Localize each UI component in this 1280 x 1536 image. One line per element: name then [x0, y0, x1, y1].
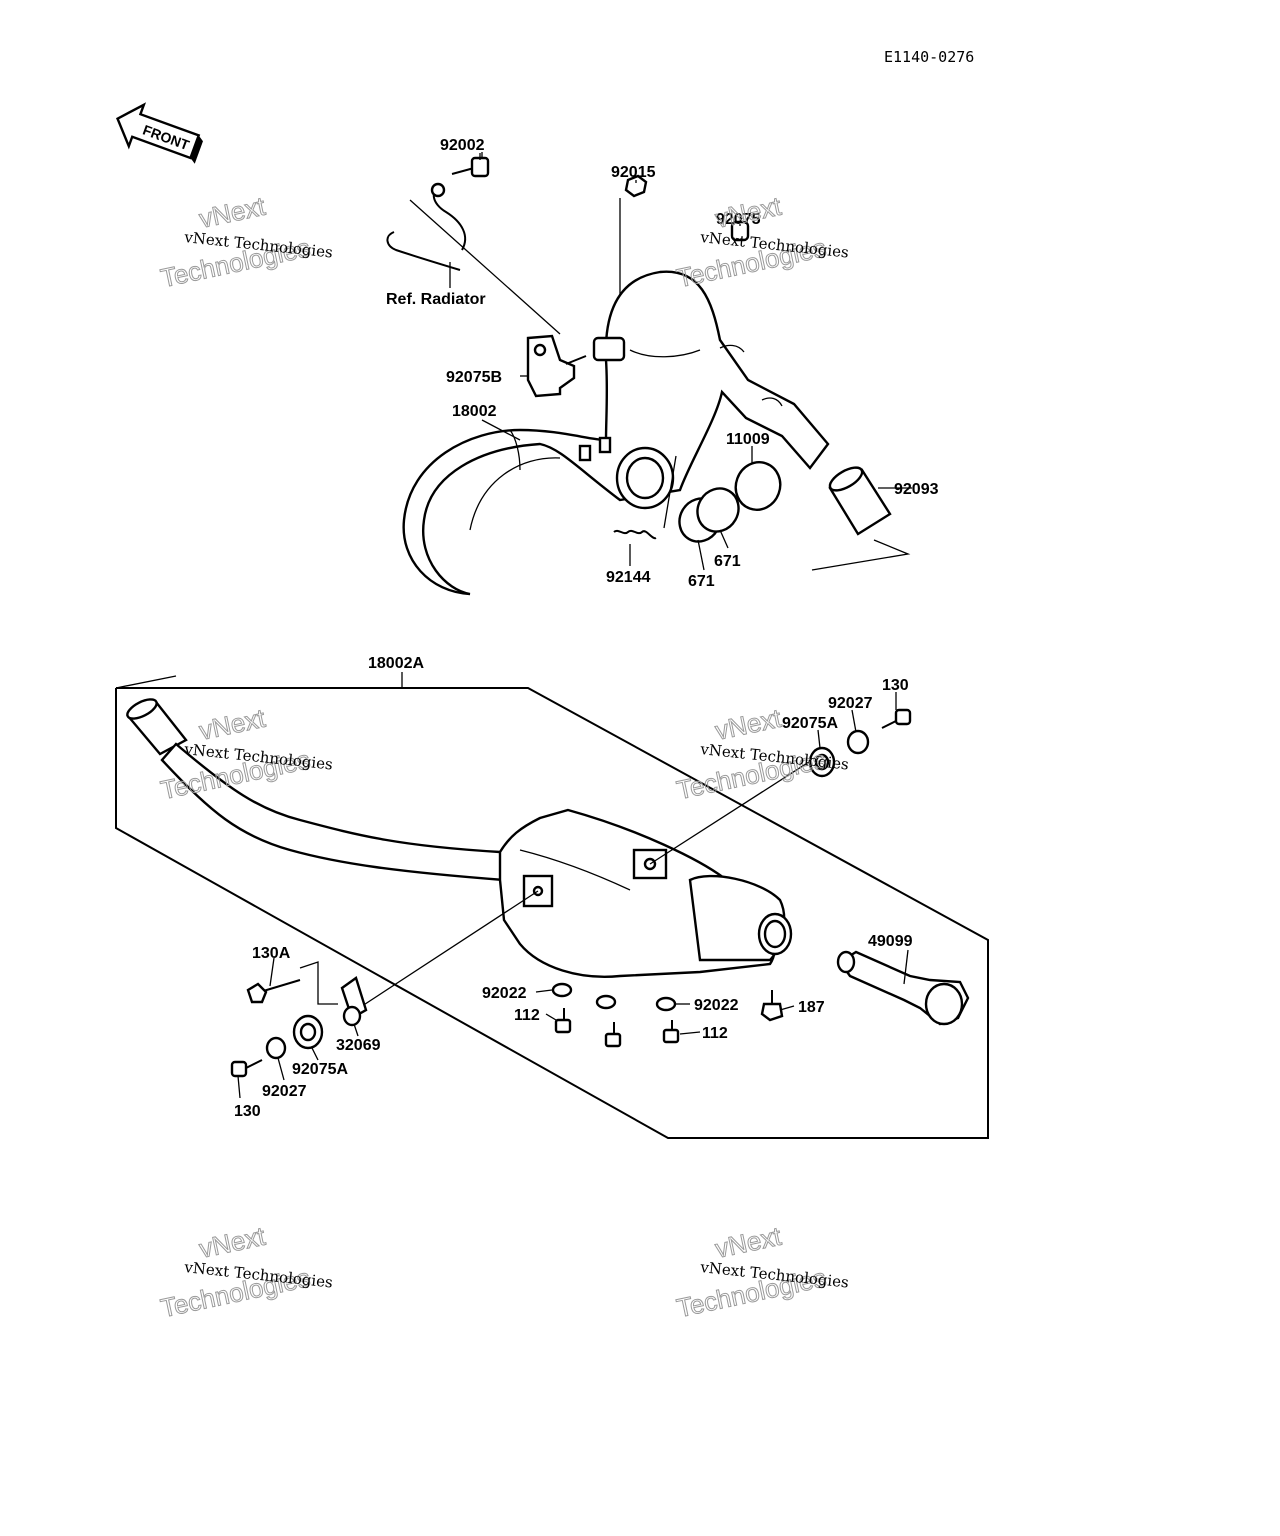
bolt-92002: [451, 152, 490, 178]
label-187: 187: [798, 999, 825, 1016]
o-ring-11009: [734, 461, 782, 511]
svg-text:vNext: vNext: [196, 1221, 268, 1264]
bolt-130A: [246, 961, 338, 1005]
screw-112-left: [554, 1008, 572, 1034]
leader-lines: [237, 153, 912, 1099]
label-130-bottom: 130: [234, 1103, 261, 1120]
label-49099: 49099: [868, 933, 913, 950]
label-92075B: 92075B: [446, 369, 502, 386]
screw-112-right: [662, 1020, 680, 1044]
damper-92075: [730, 220, 750, 242]
label-11009: 11009: [726, 431, 770, 448]
silencer-18002A: [126, 698, 813, 1011]
spring-92144: [613, 529, 657, 540]
label-92022-right: 92022: [694, 997, 739, 1014]
watermark-bottom-left: vNext Technologies vNext Technologies: [157, 1220, 333, 1324]
svg-text:vNext: vNext: [196, 191, 268, 234]
label-130-top: 130: [882, 677, 909, 694]
label-ref-radiator: Ref. Radiator: [386, 291, 486, 308]
bracket-92075B: [526, 334, 587, 398]
svg-text:vNext: vNext: [712, 703, 784, 746]
label-112-left: 112: [514, 1007, 540, 1024]
collar-92027-bottom: [265, 1036, 287, 1060]
label-671-left: 671: [688, 573, 715, 590]
label-92015: 92015: [611, 164, 656, 181]
expansion-chamber-18002: [402, 270, 830, 596]
label-92027-top: 92027: [828, 695, 873, 712]
svg-text:vNext: vNext: [712, 1221, 784, 1264]
label-112-right: 112: [702, 1025, 728, 1042]
sleeve-92093: [811, 466, 911, 571]
label-18002: 18002: [452, 403, 497, 420]
washer-92022-middle: [595, 994, 617, 1010]
label-92075A-bottom: 92075A: [292, 1061, 348, 1078]
screw-112-middle: [604, 1022, 622, 1048]
front-arrow-icon: FRONT: [116, 102, 203, 164]
radiator-clip: [386, 182, 561, 335]
bracket-32069: [340, 976, 368, 1027]
label-92075: 92075: [716, 211, 761, 228]
bolt-130-top: [881, 708, 912, 729]
bolt-187: [760, 990, 784, 1022]
grommet-92075A-bottom: [292, 1014, 324, 1050]
svg-text:vNext: vNext: [196, 703, 268, 746]
diagram-code: E1140-0276: [884, 48, 975, 66]
watermark-top-left: vNext Technologies vNext Technologies: [157, 190, 333, 294]
svg-text:vNext: vNext: [712, 191, 784, 234]
spark-arrester-49099: [836, 950, 970, 1026]
label-92093: 92093: [894, 481, 939, 498]
washer-92022-right: [655, 996, 677, 1012]
label-671-right: 671: [714, 553, 741, 570]
label-130A: 130A: [252, 945, 291, 962]
label-92022-left: 92022: [482, 985, 527, 1002]
gasket-671-pair: [678, 487, 740, 543]
assembly-outline: [115, 687, 989, 1139]
grommet-92075A-top: [808, 746, 836, 778]
label-92075A-top: 92075A: [782, 715, 838, 732]
collar-92027-top: [846, 729, 870, 755]
label-92027-bottom: 92027: [262, 1083, 307, 1100]
watermark-top-right: vNext Technologies vNext Technologies: [673, 190, 849, 294]
label-92144: 92144: [606, 569, 651, 586]
label-18002A: 18002A: [368, 655, 424, 672]
label-92002: 92002: [440, 137, 485, 154]
bolt-130-bottom: [230, 1059, 263, 1078]
watermark-mid-left: vNext Technologies vNext Technologies: [157, 702, 333, 806]
watermark-bottom-right: vNext Technologies vNext Technologies: [673, 1220, 849, 1324]
washer-92022-left: [551, 982, 573, 998]
label-32069: 32069: [336, 1037, 381, 1054]
